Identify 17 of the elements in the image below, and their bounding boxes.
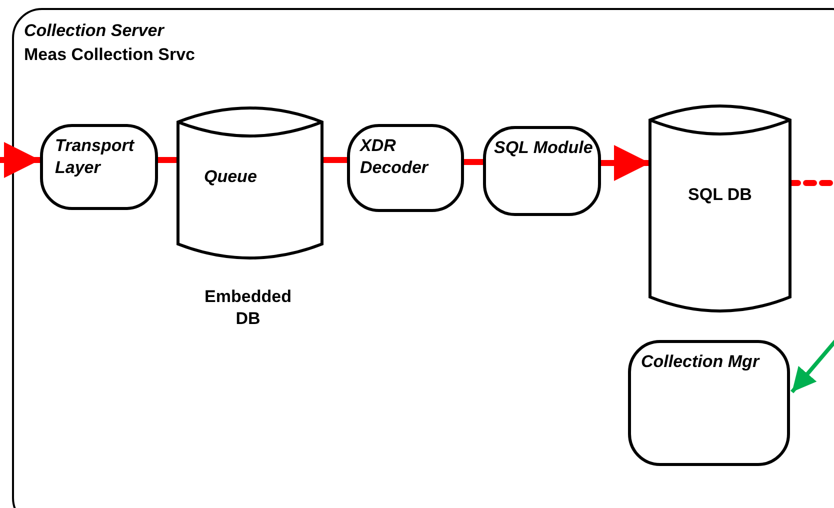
process-box [347,124,464,212]
database-cylinder [650,106,790,311]
node-label: XDR Decoder [360,135,430,179]
node-label: SQL Module [494,137,594,159]
service-label: Meas Collection Srvc [24,44,196,66]
node-label: Queue [204,166,258,188]
process-box [40,124,158,210]
node-label: Embedded DB [204,286,292,330]
database-cylinder [178,108,322,258]
arrow [0,142,40,178]
node-label: Collection Mgr [641,351,761,373]
node-label: Transport Layer [55,135,136,179]
process-box [483,126,601,216]
process-box [628,340,790,466]
arrow [601,145,650,181]
server-title: Collection Server [24,20,164,42]
node-label: SQL DB [687,184,753,206]
